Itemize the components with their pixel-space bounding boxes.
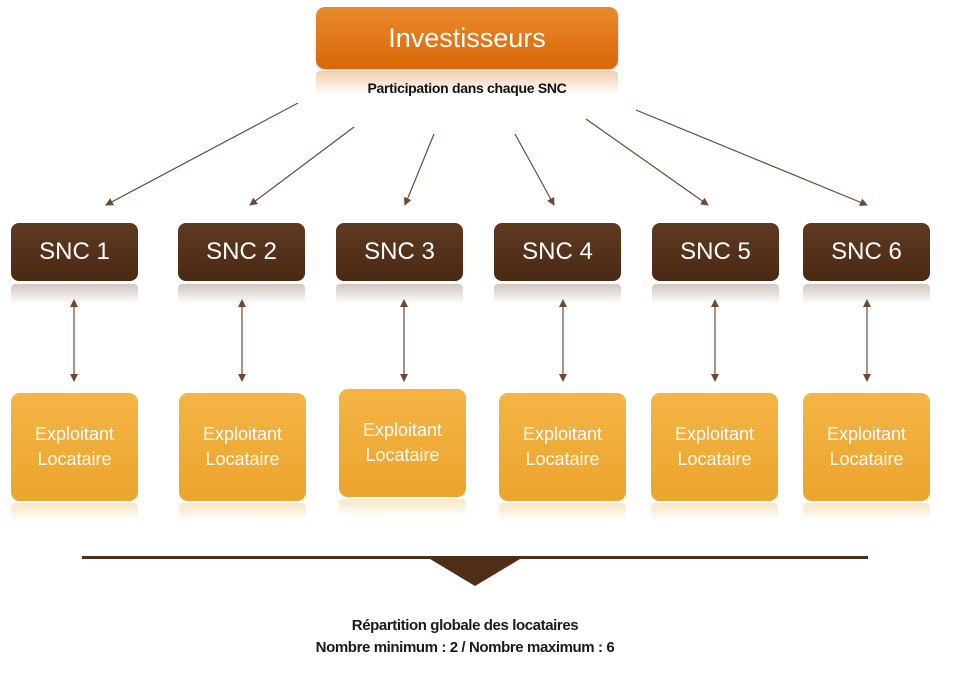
snc-3-reflection [336,284,463,304]
snc-5-box: SNC 5 [652,223,779,281]
arrow-to-snc-4 [514,133,555,206]
summary-pointer [430,559,520,586]
snc-3-label: SNC 3 [364,238,435,265]
snc-6-box: SNC 6 [803,223,930,281]
snc-6-reflection [803,284,930,304]
investor-title: Investisseurs [388,22,546,53]
snc-5-label: SNC 5 [680,238,751,265]
snc-1-box: SNC 1 [11,223,138,281]
arrow-to-snc-2 [249,126,355,206]
tenant-1-reflection [11,503,138,521]
tenant-4-box: Exploitant Locataire [499,393,626,501]
summary-title: Répartition globale des locataires [351,617,579,634]
investor-subtitle: Participation dans chaque SNC [367,80,567,96]
snc-1-reflection [11,284,138,304]
tenant-2-reflection [179,503,306,521]
tenant-5-reflection [651,503,778,521]
investor-box: Investisseurs [316,7,618,69]
snc-2-label: SNC 2 [206,238,277,265]
arrow-to-snc-5 [585,118,709,206]
snc-2-box: SNC 2 [178,223,305,281]
snc-6-label: SNC 6 [831,238,902,265]
summary-bar [82,556,868,559]
tenant-3-box: Exploitant Locataire [339,389,466,497]
investor-box-reflection [316,71,618,95]
snc-2-reflection [178,284,305,304]
summary-range: Nombre minimum : 2 / Nombre maximum : 6 [315,639,615,656]
tenant-3-reflection [339,499,466,517]
snc-1-label: SNC 1 [39,238,110,265]
tenant-6-reflection [803,503,930,521]
arrow-to-snc-1 [105,102,299,206]
snc-4-reflection [494,284,621,304]
snc-4-label: SNC 4 [522,238,593,265]
tenant-6-box: Exploitant Locataire [803,393,930,501]
snc-5-reflection [652,284,779,304]
tenant-4-reflection [499,503,626,521]
tenant-1-box: Exploitant Locataire [11,393,138,501]
tenant-2-box: Exploitant Locataire [179,393,306,501]
tenant-5-box: Exploitant Locataire [651,393,778,501]
arrow-to-snc-6 [635,109,868,207]
arrow-to-snc-3 [403,133,435,206]
snc-4-box: SNC 4 [494,223,621,281]
snc-3-box: SNC 3 [336,223,463,281]
